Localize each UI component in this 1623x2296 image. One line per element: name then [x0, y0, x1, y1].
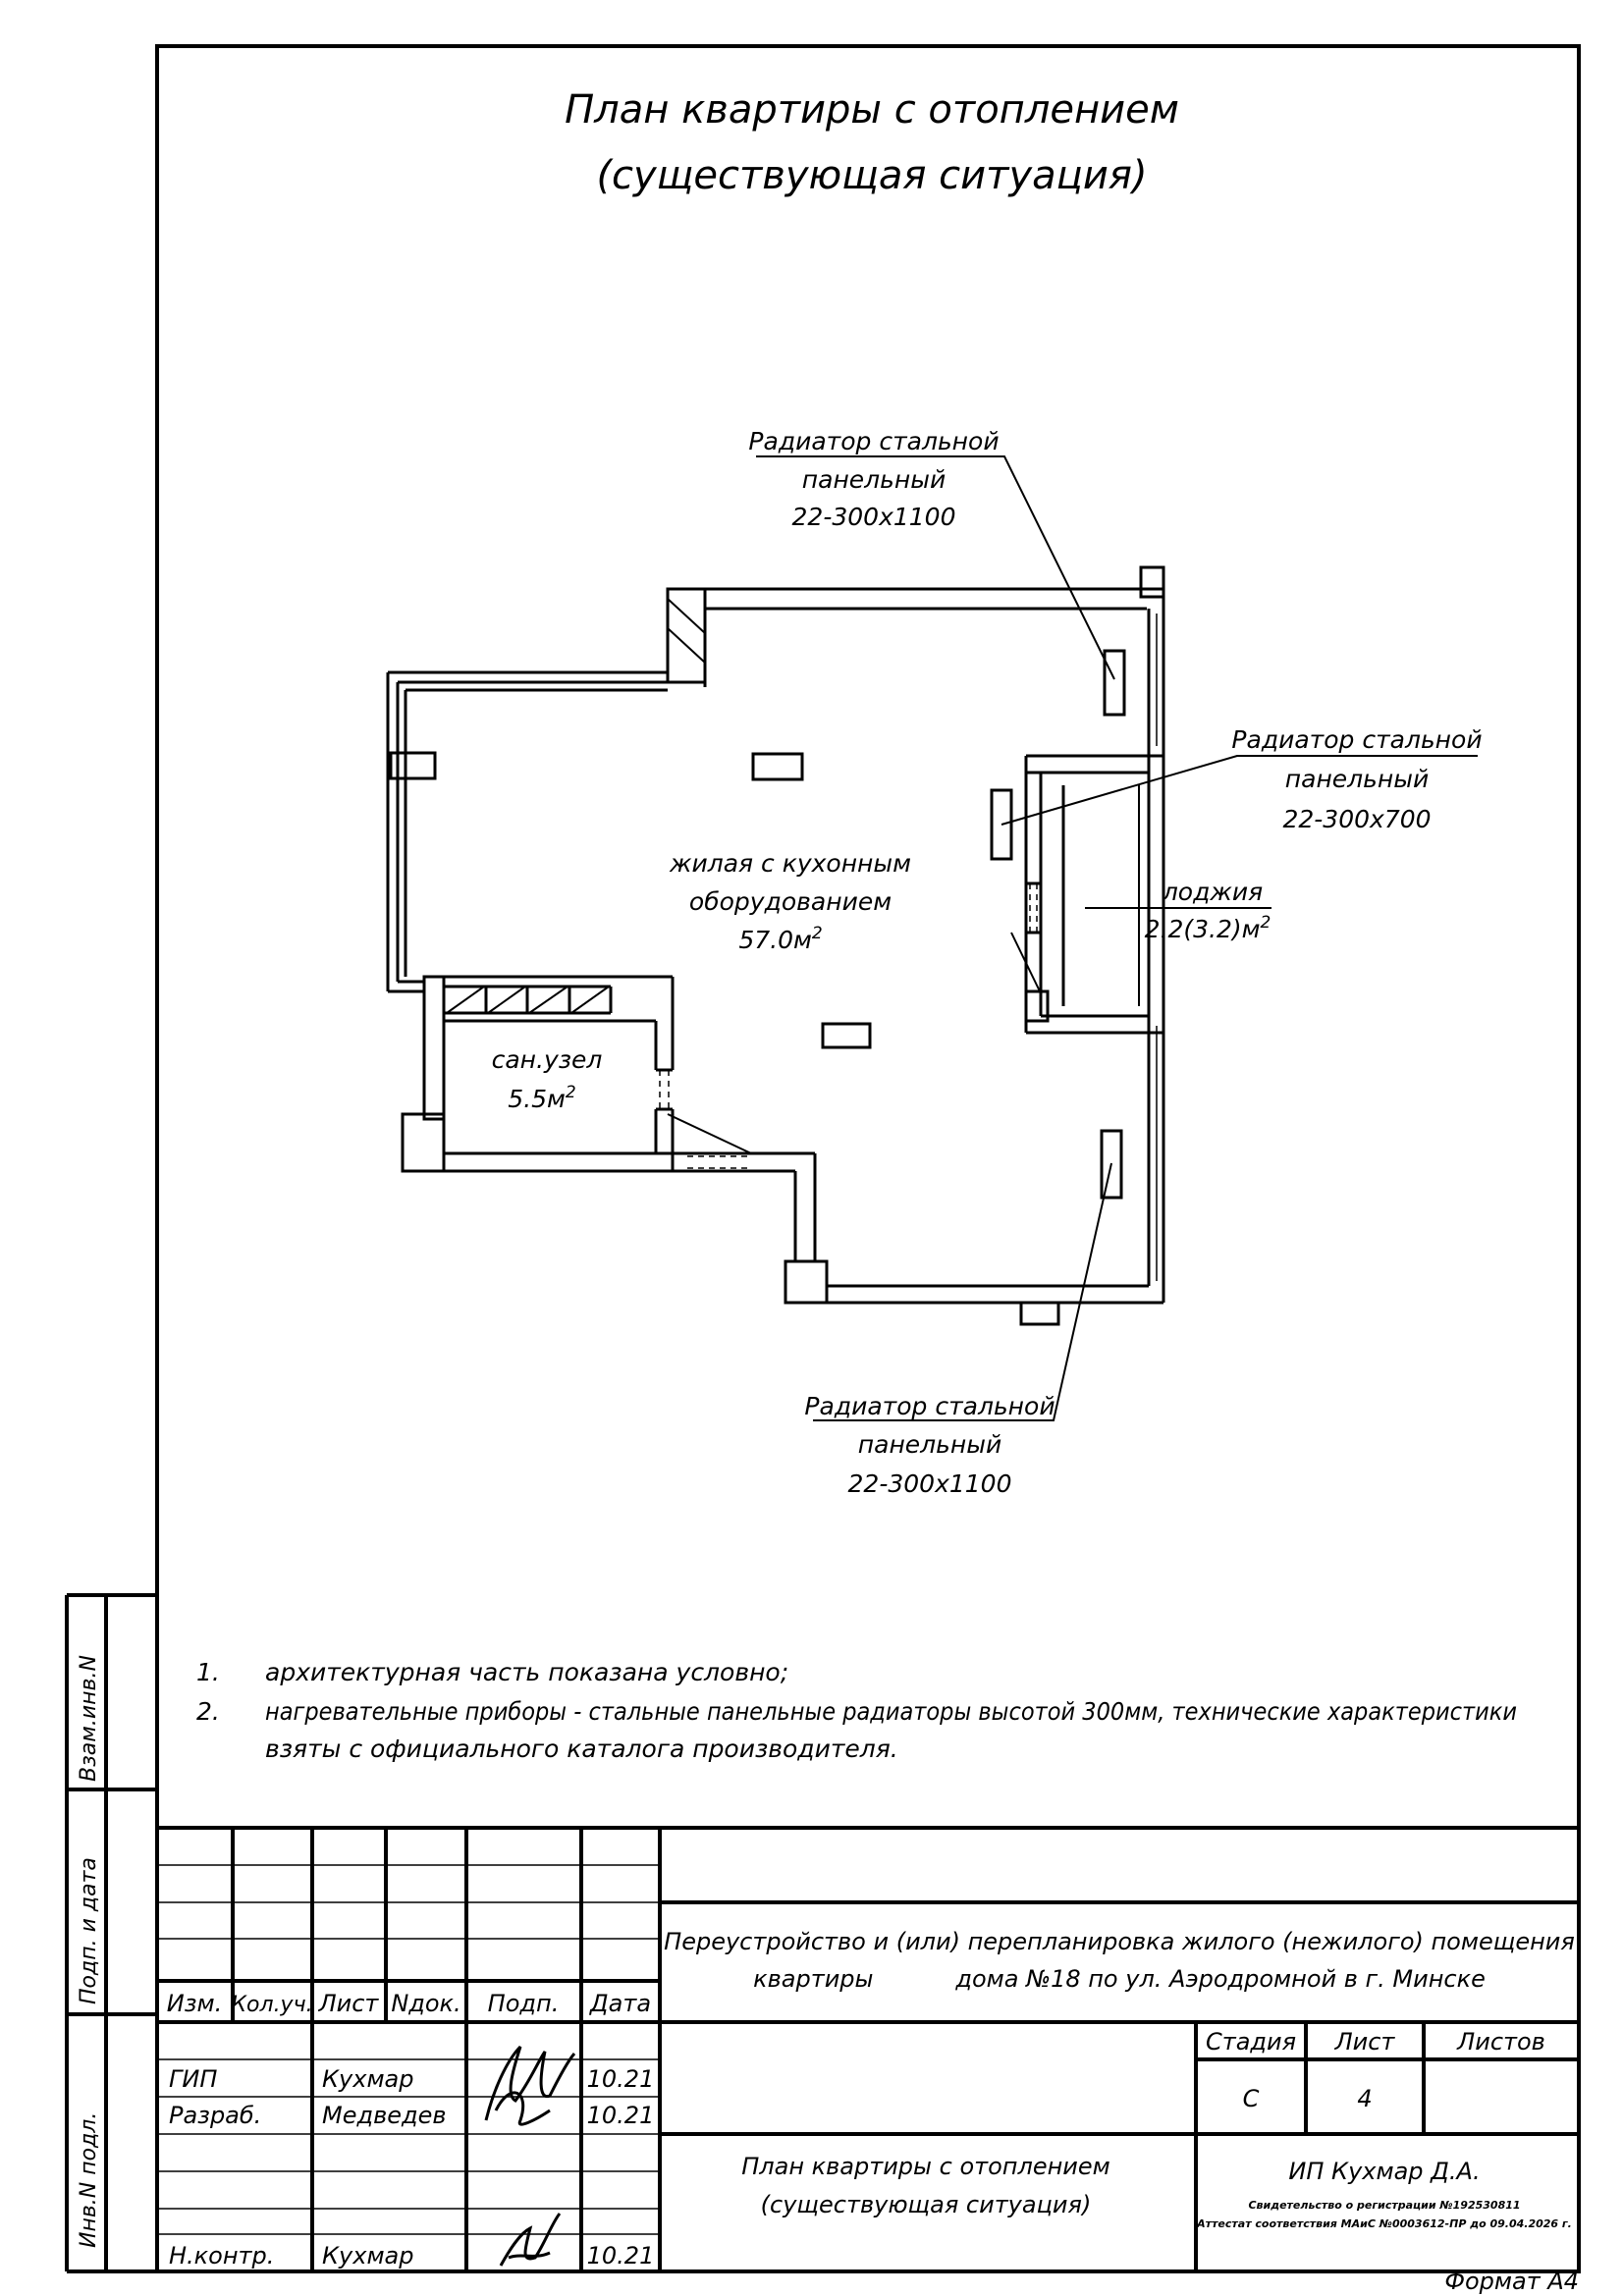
tb-row-nkontr-name: Кухмар [322, 2242, 414, 2269]
tb-project-line2: квартиры дома №18 по ул. Аэродромной в г… [753, 1965, 1486, 1993]
radiator-2 [990, 788, 1013, 861]
note-1-text: архитектурная часть показана условно; [265, 1658, 788, 1686]
tb-sheet-value: 4 [1357, 2085, 1372, 2112]
tb-row-gip-role: ГИП [169, 2065, 217, 2093]
radiator-1 [1103, 649, 1126, 717]
side-stamp [65, 1593, 157, 2273]
leader-radiator-2 [1001, 755, 1478, 826]
tb-drawing-name-line2: (существующая ситуация) [761, 2191, 1092, 2218]
radiator-1-size: 22-300х1100 [792, 503, 956, 531]
leader-radiator-3 [813, 1162, 1112, 1421]
radiator-2-name: Радиатор стальной [1231, 725, 1482, 754]
tb-header-podp: Подп. [488, 1990, 560, 2017]
room-living-line2: оборудованием [689, 887, 892, 916]
note-2-text2: взяты с официального каталога производит… [265, 1735, 898, 1763]
note-2-text: нагревательные приборы - стальные панель… [265, 1697, 1517, 1726]
room-loggia-line1: лоджия [1162, 878, 1263, 906]
radiator-3 [1100, 1129, 1123, 1200]
tb-row-nkontr-date: 10.21 [587, 2242, 655, 2269]
drawing-title-line2: (существующая ситуация) [596, 153, 1147, 198]
side-stamp-inv: Инв.N подл. [77, 2112, 101, 2248]
side-stamp-podp: Подп. и дата [77, 1857, 101, 2004]
room-bathroom-line1: сан.узел [492, 1045, 603, 1074]
tb-company: ИП Кухмар Д.А. [1288, 2158, 1480, 2185]
tb-header-data: Дата [589, 1990, 651, 2017]
format-label: Формат А4 [1444, 2268, 1579, 2295]
side-stamp-vzam: Взам.инв.N [77, 1655, 101, 1782]
tb-row-gip-date: 10.21 [587, 2065, 655, 2093]
title-block-grid [157, 1826, 1579, 2271]
tb-stage-value: С [1243, 2085, 1260, 2112]
radiator-1-type: панельный [802, 465, 946, 494]
tb-sheets-label: Листов [1456, 2028, 1545, 2056]
radiator-1-name: Радиатор стальной [748, 427, 999, 455]
tb-project-line1: Переустройство и (или) перепланировка жи… [664, 1928, 1575, 1955]
signature-nkontr [499, 2213, 562, 2267]
note-1-num: 1. [196, 1658, 220, 1686]
room-bathroom-area: 5.5м2 [508, 1083, 575, 1113]
tb-drawing-name-line1: План квартиры с отоплением [741, 2153, 1110, 2180]
radiator-3-size: 22-300х1100 [848, 1469, 1012, 1498]
drawing-title-line1: План квартиры с отоплением [565, 87, 1179, 133]
note-2-num: 2. [196, 1697, 220, 1726]
room-living-line1: жилая с кухонным [669, 849, 911, 878]
radiator-2-size: 22-300х700 [1282, 805, 1431, 833]
drawing-frame [155, 44, 1581, 2273]
tb-reg-line2: Аттестат соответствия МАиС №0003612-ПР д… [1196, 2217, 1572, 2230]
tb-header-list: Лист [318, 1990, 380, 2017]
floor-plan [386, 565, 1165, 1326]
tb-reg-line1: Свидетельство о регистрации №192530811 [1248, 2199, 1520, 2212]
tb-row-razrab-date: 10.21 [587, 2102, 655, 2129]
signature-gip [484, 2045, 576, 2126]
tb-stage-label: Стадия [1206, 2028, 1296, 2056]
tb-header-izm: Изм. [167, 1990, 222, 2017]
room-living-area: 57.0м2 [738, 924, 822, 954]
leader-radiator-1 [756, 455, 1115, 680]
tb-header-koluch: Кол.уч. [231, 1993, 312, 2017]
tb-header-ndok: Nдок. [391, 1990, 460, 2017]
radiator-3-type: панельный [858, 1430, 1001, 1459]
tb-row-gip-name: Кухмар [322, 2065, 414, 2093]
tb-row-razrab-role: Разраб. [169, 2102, 261, 2129]
radiator-2-type: панельный [1285, 765, 1429, 793]
room-loggia-area: 2.2(3.2)м2 [1145, 913, 1271, 943]
radiator-3-name: Радиатор стальной [804, 1392, 1055, 1420]
tb-sheet-label: Лист [1334, 2028, 1396, 2056]
tb-row-razrab-name: Медведев [322, 2102, 446, 2129]
tb-row-nkontr-role: Н.контр. [169, 2242, 274, 2269]
